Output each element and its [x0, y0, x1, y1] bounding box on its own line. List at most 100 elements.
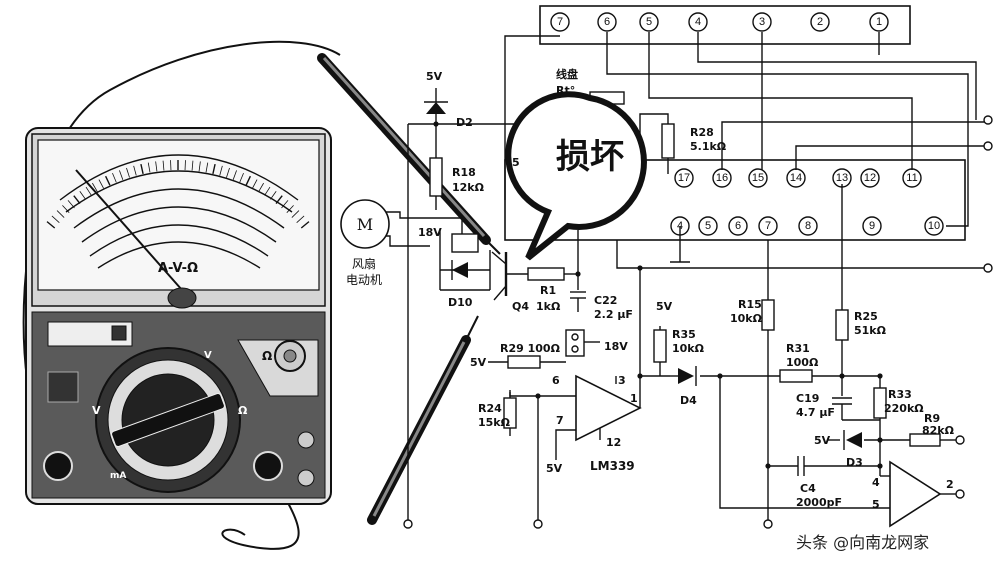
- black-probe[interactable]: [367, 315, 479, 525]
- meter-tick: [291, 210, 300, 218]
- meter-tick: [281, 200, 289, 209]
- chip-pin-label: 16: [716, 172, 728, 184]
- chip-pin-11: 11: [902, 168, 922, 188]
- label-r31: R31: [786, 342, 810, 355]
- resistor-r35: [653, 329, 667, 363]
- meter-tick: [300, 221, 310, 229]
- meter-tick: [133, 165, 137, 176]
- label-18v: 18V: [418, 226, 442, 239]
- label-r24-value: 15kΩ: [478, 416, 511, 429]
- chip-pin-7: 7: [758, 216, 778, 236]
- label-d4: D4: [680, 394, 697, 407]
- meter-tick: [232, 170, 237, 180]
- label-r9-value: 82kΩ: [922, 424, 955, 437]
- label-op-pin7: 7: [556, 414, 564, 427]
- red-probe[interactable]: [317, 53, 501, 255]
- relay-coil: [451, 233, 479, 253]
- terminal-right-1[interactable]: [983, 115, 993, 125]
- label-c4-value: 2000pF: [796, 496, 842, 509]
- meter-tick: [67, 200, 75, 209]
- connector-pin-7: 7: [550, 12, 570, 32]
- chip-pin-label: 17: [678, 172, 690, 184]
- label-op2-pin5: 5: [872, 498, 880, 511]
- label-d3: D3: [846, 456, 863, 469]
- chip-pin-label: 8: [805, 220, 811, 232]
- label-r25: R25: [854, 310, 878, 323]
- chip-pin-label: 10: [928, 220, 940, 232]
- meter-tick: [51, 215, 60, 223]
- chip-pin-label: 9: [869, 220, 875, 232]
- label-op-pin3: 3: [618, 374, 626, 387]
- terminal-output[interactable]: [955, 489, 965, 499]
- connector-pin-label: 4: [695, 16, 701, 28]
- zero-adjust-screw[interactable]: [167, 287, 197, 309]
- com-jack[interactable]: [43, 451, 73, 481]
- chip-pin-10: 10: [924, 216, 944, 236]
- resistor-r33: [873, 387, 887, 419]
- label-op-pin12: 12: [606, 436, 621, 449]
- chip-pin-5: 5: [698, 216, 718, 236]
- connector-pin-label: 3: [759, 16, 765, 28]
- label-r9: R9: [924, 412, 940, 425]
- meter-scale-window: [37, 139, 320, 291]
- meter-tick: [140, 163, 144, 175]
- label-r1: R1: [540, 284, 556, 297]
- meter-tick: [112, 172, 117, 183]
- resistor-r1: [527, 267, 565, 281]
- label-rt: Rt°: [556, 84, 575, 97]
- fan-motor: M: [340, 199, 390, 249]
- label-c19: C19: [796, 392, 819, 405]
- meter-tick: [226, 167, 230, 178]
- chip-pin-label: 13: [836, 172, 848, 184]
- meter-tick: [275, 195, 283, 205]
- connector-pin-label: 5: [646, 16, 652, 28]
- label-lm339: LM339: [590, 459, 635, 473]
- diode-d2: [424, 101, 448, 132]
- terminal-bottom-3[interactable]: [763, 519, 773, 529]
- label-d10: D10: [448, 296, 473, 309]
- chip-pin-15: 15: [748, 168, 768, 188]
- jack-lower-right[interactable]: [297, 469, 315, 487]
- label-pin5-left: 5: [512, 156, 520, 169]
- meter-tick: [73, 195, 81, 205]
- meter-tick: [264, 186, 271, 196]
- terminal-r9[interactable]: [955, 435, 965, 445]
- resistor-r18: [429, 157, 443, 197]
- meter-tick: [252, 179, 258, 189]
- chip-pin-label: 11: [906, 172, 917, 184]
- label-motor-caption-2: 电动机: [346, 273, 382, 287]
- meter-tick: [270, 190, 277, 200]
- resistor-r15: [761, 299, 775, 331]
- meter-tick: [104, 175, 111, 186]
- terminal-right-2[interactable]: [983, 141, 993, 151]
- meter-tick: [155, 161, 158, 172]
- terminal-bottom-2[interactable]: [533, 519, 543, 529]
- label-r28: R28: [690, 126, 714, 139]
- meter-tick: [79, 190, 86, 200]
- vohm-jack[interactable]: [253, 451, 283, 481]
- chip-pin-6: 6: [728, 216, 748, 236]
- meter-tick: [85, 186, 92, 196]
- label-r24: R24: [478, 402, 502, 415]
- label-q4: Q4: [512, 300, 529, 313]
- label-r35-value: 10kΩ: [672, 342, 705, 355]
- component-labels: 线盘 Rt° R28 5.1kΩ 5V D2 R18 12kΩ 18V D10 …: [346, 67, 955, 511]
- damaged-callout: 损坏: [505, 91, 647, 261]
- meter-tick: [239, 172, 244, 183]
- label-op2-pin2: 2: [946, 478, 954, 491]
- chip-pin-label: 15: [752, 172, 764, 184]
- ohm-adjust-knob-center: [283, 349, 297, 363]
- connector-pin-1: 1: [869, 12, 889, 32]
- chip-pin-label: 14: [790, 172, 802, 184]
- watermark: 头条 @向南龙网家: [796, 533, 929, 552]
- connector-pin-label: 6: [604, 16, 610, 28]
- chip-pin-17: 17: [674, 168, 694, 188]
- meter-tick: [212, 163, 216, 175]
- chip-pin-9: 9: [862, 216, 882, 236]
- meter-tick: [126, 167, 130, 178]
- jack-upper-right[interactable]: [297, 431, 315, 449]
- terminal-bottom-1[interactable]: [403, 519, 413, 529]
- label-op-pin1: 1: [630, 392, 638, 405]
- terminal-right-3[interactable]: [983, 263, 993, 273]
- resistor-r28: [661, 123, 675, 159]
